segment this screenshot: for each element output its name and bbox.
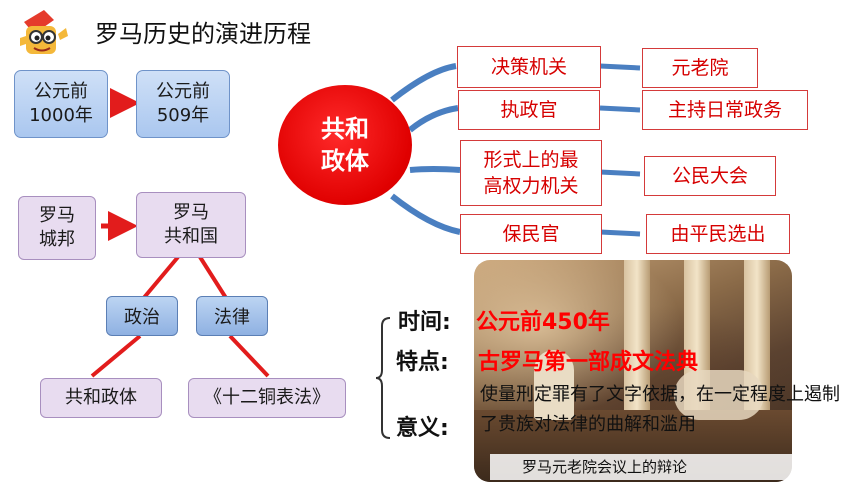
painting-caption: 罗马元老院会议上的辩论 xyxy=(490,454,802,480)
law-to-outcome-line xyxy=(228,334,270,378)
republic-box: 罗马 共和国 xyxy=(136,192,246,258)
organ-box-2: 执政官 xyxy=(458,90,600,130)
branch-line-3 xyxy=(409,166,461,173)
branch-line-4 xyxy=(390,193,461,235)
city-state-box: 罗马 城邦 xyxy=(18,196,96,260)
twelve-tables-box: 《十二铜表法》 xyxy=(188,378,346,418)
republic-government-node: 共和 政体 xyxy=(278,85,412,205)
info-brace xyxy=(375,317,391,439)
republic-to-politics-line xyxy=(140,255,180,302)
republic-to-law-line xyxy=(198,255,228,300)
significance-text: 使量刑定罪有了文字依据，在一定程度上遏制了贵族对法律的曲解和滥用 xyxy=(480,384,840,435)
pencil-mascot-icon xyxy=(20,10,68,54)
significance-label: 意义: xyxy=(396,416,449,441)
law-branch-box: 法律 xyxy=(196,296,268,336)
feature-value: 古罗马第一部成文法典 xyxy=(478,350,699,375)
role-link-2 xyxy=(599,105,641,113)
role-link-1 xyxy=(599,63,641,71)
republic-government-box: 共和政体 xyxy=(40,378,162,418)
feature-label: 特点: xyxy=(396,350,449,375)
role-box-3: 公民大会 xyxy=(644,156,776,196)
role-link-4 xyxy=(599,229,641,237)
role-box-4: 由平民选出 xyxy=(646,214,790,254)
politics-branch-box: 政治 xyxy=(106,296,178,336)
timeline-from-box: 公元前 1000年 xyxy=(14,70,108,138)
organ-box-1: 决策机关 xyxy=(457,46,601,88)
organ-box-3: 形式上的最 高权力机关 xyxy=(460,140,602,206)
role-box-1: 元老院 xyxy=(642,48,758,88)
organ-box-4: 保民官 xyxy=(460,214,602,254)
role-box-2: 主持日常政务 xyxy=(642,90,808,130)
role-link-3 xyxy=(599,169,641,177)
branch-line-1 xyxy=(390,63,457,103)
time-label: 时间: xyxy=(398,310,451,335)
timeline-to-box: 公元前 509年 xyxy=(136,70,230,138)
branch-line-2 xyxy=(408,105,459,133)
page-title: 罗马历史的演进历程 xyxy=(95,20,311,48)
politics-to-outcome-line xyxy=(90,334,142,378)
time-value: 公元前450年 xyxy=(476,310,610,335)
